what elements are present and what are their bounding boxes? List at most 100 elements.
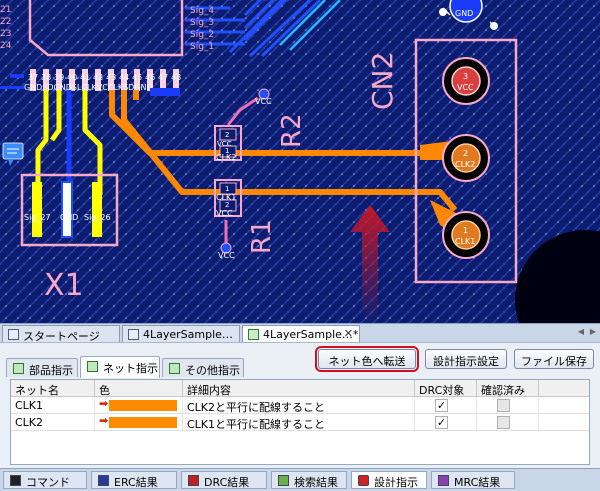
erc-icon	[98, 475, 109, 486]
top-blue-traces	[185, 0, 322, 58]
tab-label: 部品指示	[29, 364, 73, 377]
r1-pin-a: 1	[225, 185, 229, 193]
doc-tab-label: スタートページ	[23, 330, 100, 343]
net-instruction-icon	[87, 361, 98, 372]
pin-48: 48	[171, 73, 181, 82]
scroll-right-icon[interactable]: ▶	[589, 327, 597, 336]
r2-net-a: VCC	[217, 140, 232, 148]
r1-footprint: 1 CLK1 2 VCC R1	[214, 179, 277, 254]
yellow-traces	[35, 90, 103, 195]
color-swatch[interactable]	[109, 400, 177, 411]
file-save-button[interactable]: ファイル保存	[514, 349, 594, 369]
drc-icon	[188, 475, 199, 486]
tab-part-instruction[interactable]: 部品指示	[6, 358, 78, 377]
drc-checkbox[interactable]: ✓	[435, 399, 448, 412]
arrow-right-icon: ➡	[99, 397, 109, 410]
pin-44: 44	[119, 73, 129, 82]
tab-design-instruction[interactable]: 設計指示	[351, 471, 427, 489]
color-swatch[interactable]	[109, 417, 177, 428]
tab-label: ERC結果	[114, 476, 158, 489]
connector-cn2: CN2 3 VCC 2 CLK2 1 CLK1 GND	[366, 0, 518, 284]
vcc-label-r1: VCC	[218, 251, 235, 260]
crystal-x1: 3 Sig_27 GND Sig_26 X1	[20, 173, 119, 303]
pcb-canvas[interactable]: 21 22 23 24 Sig_4 Sig_3 Sig_2 Sig_1 37 3…	[0, 0, 600, 323]
tab-search-result[interactable]: 検索結果	[271, 471, 347, 489]
tab-label: コマンド	[26, 476, 70, 489]
net-instruction-table: ネット名 色 詳細内容 DRC対象 確認済み CLK1 ➡ CLK2と平行に配線…	[10, 379, 590, 465]
design-settings-button[interactable]: 設計指示設定	[425, 349, 507, 369]
net-color-transfer-button[interactable]: ネット色へ転送	[315, 346, 419, 372]
ic-outline	[28, 0, 184, 57]
command-icon	[10, 475, 21, 486]
column-header-color[interactable]: 色	[95, 380, 183, 397]
orange-clk-traces	[109, 90, 458, 212]
r1-pin-b: 2	[225, 201, 229, 209]
column-header-net-name[interactable]: ネット名	[11, 380, 95, 397]
row-label-23: 23	[0, 29, 11, 39]
cn2-pin3-num: 3	[463, 72, 468, 81]
cell-detail[interactable]: CLK2と平行に配線すること	[183, 397, 415, 414]
tab-net-instruction[interactable]: ネット指示	[80, 356, 160, 378]
row-label-24: 24	[0, 41, 12, 51]
doc-tab-label: 4LayerSample…	[143, 328, 233, 341]
note-icon	[2, 142, 24, 166]
doc-tab-start-page[interactable]: スタートページ	[2, 325, 120, 343]
pin-41: 41	[80, 73, 90, 82]
tab-label: 設計指示	[374, 476, 418, 489]
cn2-top-gnd: GND	[455, 9, 473, 18]
document-tab-bar: スタートページ 4LayerSample… 4LayerSample…* ✕ ◀…	[0, 323, 600, 344]
cell-color[interactable]: ➡	[95, 414, 183, 431]
start-page-icon	[8, 329, 19, 340]
table-row[interactable]: CLK1 ➡ CLK2と平行に配線すること ✓	[11, 397, 589, 414]
cell-drc: ✓	[415, 397, 477, 414]
cn2-pin3-net: VCC	[457, 83, 474, 92]
r2-ref: R2	[277, 113, 307, 148]
confirmed-checkbox[interactable]	[497, 399, 510, 412]
sig-label-2: Sig_2	[190, 30, 214, 40]
mrc-icon	[438, 475, 449, 486]
red-pointer-arrow	[350, 205, 390, 323]
confirmed-checkbox[interactable]	[497, 416, 510, 429]
tab-command[interactable]: コマンド	[3, 471, 87, 489]
column-header-detail[interactable]: 詳細内容	[183, 380, 415, 397]
doc-tab-label: 4LayerSample…*	[263, 328, 359, 341]
x1-pin-3: 3	[64, 200, 68, 208]
cn2-pin2-net: CLK2	[455, 160, 475, 169]
column-header-confirmed[interactable]: 確認済み	[477, 380, 539, 397]
tab-erc[interactable]: ERC結果	[91, 471, 177, 489]
close-icon[interactable]: ✕	[343, 327, 353, 340]
scroll-left-icon[interactable]: ◀	[577, 327, 585, 336]
cell-color[interactable]: ➡	[95, 397, 183, 414]
arrow-right-icon: ➡	[99, 414, 109, 427]
drc-checkbox[interactable]: ✓	[435, 416, 448, 429]
table-row[interactable]: CLK2 ➡ CLK1と平行に配線すること ✓	[11, 414, 589, 431]
tab-mrc[interactable]: MRC結果	[431, 471, 515, 489]
tab-label: DRC結果	[204, 476, 250, 489]
cell-drc: ✓	[415, 414, 477, 431]
pin-47: 47	[158, 73, 168, 82]
r2-net-b: CLK2	[216, 153, 236, 162]
row-label-22: 22	[0, 17, 11, 27]
tab-drc[interactable]: DRC結果	[181, 471, 267, 489]
doc-tab-4layer-1[interactable]: 4LayerSample…	[122, 325, 240, 343]
pcb-document-icon	[248, 329, 259, 340]
column-header-drc[interactable]: DRC対象	[415, 380, 477, 397]
cell-net-name: CLK2	[11, 414, 95, 431]
pin-39: 39	[54, 73, 64, 82]
cn2-pin1-net: CLK1	[455, 237, 475, 246]
part-instruction-icon	[13, 363, 24, 374]
pin-42: 42	[93, 73, 103, 82]
pin-43: 43	[106, 73, 116, 82]
output-tab-bar: コマンド ERC結果 DRC結果 検索結果 設計指示 MRC結果	[0, 468, 600, 491]
cn2-pin1-num: 1	[463, 226, 468, 235]
sig-label-1: Sig_1	[190, 42, 214, 52]
cn2-pin2-num: 2	[463, 149, 468, 158]
cell-detail[interactable]: CLK1と平行に配線すること	[183, 414, 415, 431]
x1-pin-left: Sig_27	[24, 213, 51, 222]
row-label-21: 21	[0, 5, 11, 15]
pin-46: 46	[145, 73, 155, 82]
design-instruction-panel: 部品指示 ネット指示 その他指示 ネット色へ転送 設計指示設定 ファイル保存 ネ…	[0, 342, 600, 468]
vcc-label-r2: VCC	[255, 97, 272, 106]
doc-tab-4layer-active[interactable]: 4LayerSample…* ✕	[242, 325, 360, 344]
tab-other-instruction[interactable]: その他指示	[162, 358, 244, 377]
